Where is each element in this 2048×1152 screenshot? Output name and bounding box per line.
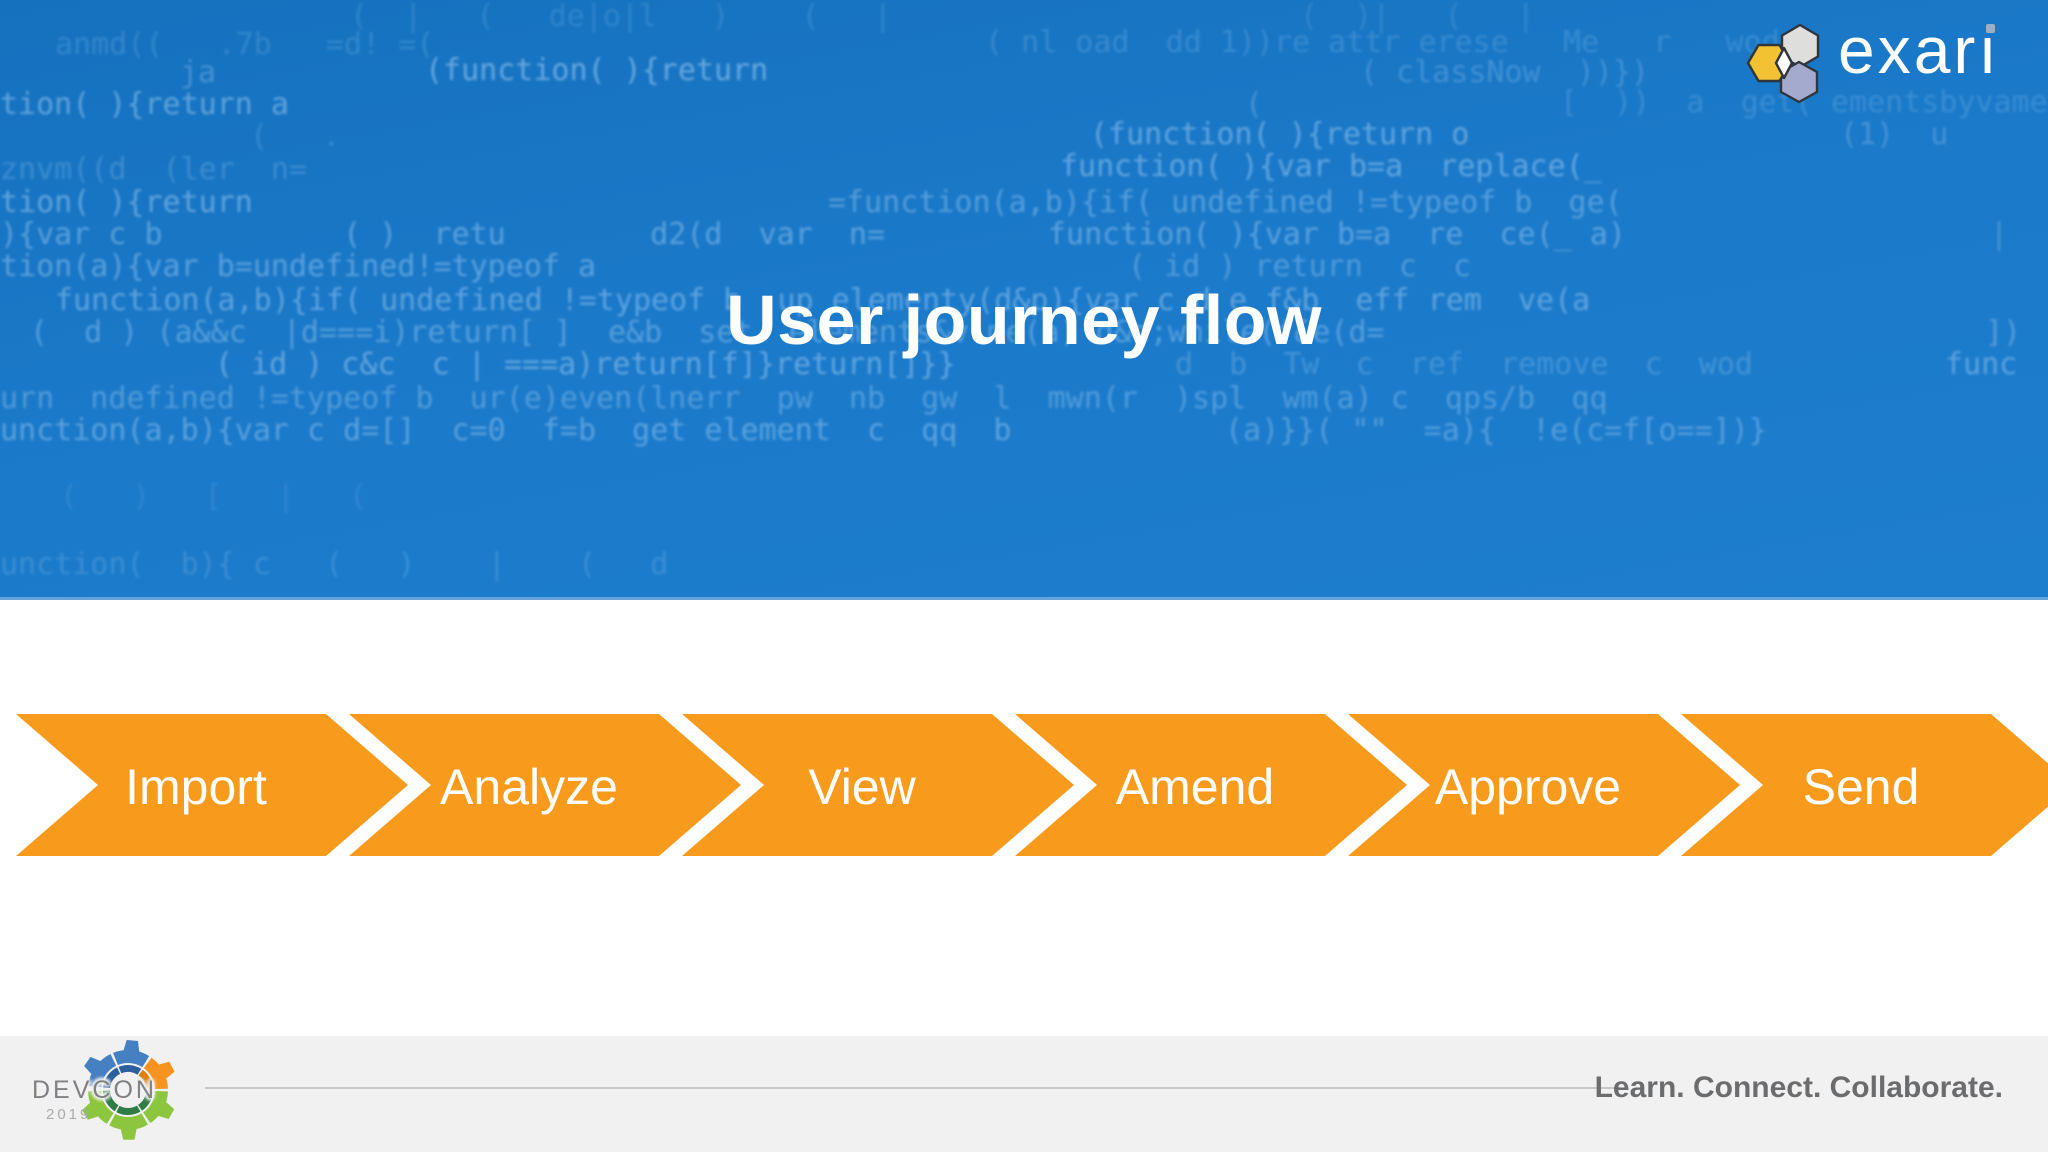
code-fragment: func [1945, 347, 2018, 382]
code-fragment: function(a,b){if( undefined !=typeof b u… [55, 283, 1591, 318]
code-fragment: ( | ( de|o|l ) ( | [350, 0, 892, 34]
gear-segment [157, 1061, 175, 1080]
gear-segment [113, 1049, 150, 1068]
process-step-shape [1681, 714, 2048, 856]
process-step-shape [682, 714, 1074, 856]
code-fragment: anmd(( .7b =d! =( [55, 27, 435, 62]
exari-hexagons-icon [1746, 23, 1820, 104]
code-fragment: =function(a,b){if( undefined !=typeof b … [828, 185, 1623, 220]
code-fragment: ]) [1985, 315, 2022, 350]
header: ( | ( de|o|l ) ( | ( )| ( | anmd(( .7b =d!… [0, 0, 2048, 600]
page-title: User journey flow [726, 281, 1322, 359]
process-chevrons: Import Analyze View Amend Approve Send [16, 714, 2048, 856]
gear-segment [157, 1101, 175, 1120]
gear-segment [138, 1069, 153, 1090]
code-fragment: ( [1245, 87, 1264, 122]
code-fragment: (a)}}( "" =a){ !e(c=f[o==])} [1225, 413, 1767, 448]
code-fragment: unction( b){ c ( ) | ( d [0, 547, 669, 582]
header-bottom-edge [0, 597, 2048, 600]
code-fragment: tion(a){var b=undefined!=typeof a [0, 249, 597, 284]
exari-i-dot [1986, 24, 1995, 33]
gear-segment [116, 1105, 141, 1115]
gear-segment [143, 1057, 168, 1090]
code-fragment: ( )| ( | [1300, 0, 1535, 34]
process-step-label: View [808, 759, 916, 815]
code-fragment: (function( ){return [425, 53, 769, 88]
code-fragment: ( classNow ))}) [1360, 55, 1649, 90]
hexagon-overlap-diamond [1774, 46, 1794, 80]
gear-segment [84, 1056, 102, 1075]
code-fragment: function( ){var b=a re ce(_ a) [1048, 217, 1626, 252]
gear-segment [138, 1090, 153, 1111]
footer-tagline: Learn. Connect. Collaborate. [1594, 1071, 2003, 1104]
gear-segment [120, 1128, 137, 1140]
code-fragment: tion( ){return a [0, 87, 289, 122]
code-fragment: d b Tw c ref remove c wod [1175, 347, 1753, 382]
code-fragment: urn ndefined !=typeof b ur(e)even(lnerr … [0, 381, 1608, 416]
gear-segment [109, 1113, 148, 1131]
code-fragment: ( ) [ | ( [60, 479, 368, 514]
process-step-label: Import [125, 759, 267, 815]
code-fragment: ( id ) return c c [1128, 249, 1472, 284]
gear-segment [143, 1090, 168, 1124]
code-fragment: znvm((d (ler n= [0, 152, 308, 187]
code-fragment: ( . [250, 119, 341, 154]
code-fragment: ( id ) c&c c | ===a)return[f]}return[]}} [215, 347, 956, 382]
footer-divider [205, 1087, 1620, 1089]
code-fragment: (1) u [1840, 117, 1949, 152]
process-step-shape [1015, 714, 1407, 856]
code-fragment: function( ){var b=a replace(_ [1060, 149, 1602, 184]
exari-logo: exarı [1743, 13, 2043, 108]
gear-segment [82, 1102, 100, 1120]
gear-segment [123, 1040, 140, 1053]
code-fragment: (function( ){return o [1090, 117, 1470, 152]
code-fragment: ja [180, 55, 217, 90]
process-step-label: Approve [1435, 759, 1621, 815]
gear-segment [118, 1064, 142, 1075]
code-fragment: ( nl oad dd 1))re attr erese Me r wod [985, 25, 1780, 60]
process-step-label: Send [1803, 759, 1920, 815]
gear-segment [103, 1067, 121, 1089]
code-background-layer: ( | ( de|o|l ) ( | ( )| ( | anmd(( .7b =d!… [0, 0, 2048, 582]
code-fragment: | [1990, 217, 2009, 252]
code-fragment: ){var c b ( ) retu d2(d var n= [0, 217, 886, 252]
devcon-gear-icon [82, 1040, 175, 1140]
devcon-year: 2019 [46, 1106, 92, 1123]
gear-segment [88, 1054, 117, 1088]
code-fragment: unction(a,b){var c d=[] c=0 f=b get elem… [0, 413, 1012, 448]
gear-segment [88, 1090, 114, 1124]
process-step-shape [349, 714, 741, 856]
process-step-label: Analyze [440, 759, 618, 815]
devcon-wordmark: DEVCON [32, 1076, 157, 1104]
code-fragment: ( d ) (a&&c |d===i)return[ ] e&b set ele… [30, 315, 1385, 350]
process-step-shape [16, 714, 408, 856]
process-step-label: Amend [1116, 759, 1274, 815]
gear-segment [103, 1090, 119, 1112]
exari-wordmark: exarı [1838, 13, 2000, 87]
process-step-shape [1348, 714, 1740, 856]
code-fragment: tion( ){return [0, 185, 253, 220]
footer: DEVCON 2019 Learn. Connect. Collaborate. [0, 1036, 2048, 1152]
